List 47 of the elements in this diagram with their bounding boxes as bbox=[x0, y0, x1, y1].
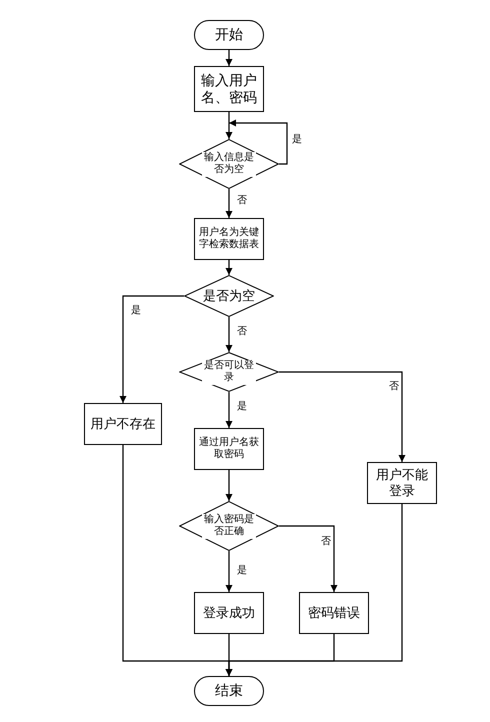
edge-label: 否 bbox=[236, 327, 248, 337]
edge-label: 是 bbox=[236, 566, 248, 576]
arrow bbox=[226, 317, 232, 352]
node-label: 登录成功 bbox=[202, 604, 256, 622]
arrow bbox=[226, 504, 403, 676]
node-label: 开始 bbox=[214, 26, 244, 44]
node-label: 用户不能登录 bbox=[375, 466, 429, 500]
terminal-shape bbox=[194, 676, 264, 706]
arrow bbox=[279, 371, 406, 462]
edge-label: 是 bbox=[236, 402, 248, 412]
process-box bbox=[367, 462, 437, 504]
edge-label: 否 bbox=[236, 196, 248, 206]
arrow bbox=[226, 470, 232, 501]
arrow bbox=[226, 189, 232, 218]
edge-label: 否 bbox=[388, 382, 400, 392]
process-box bbox=[194, 66, 264, 112]
terminal-shape bbox=[194, 20, 264, 50]
node-label: 输入密码是否正确 bbox=[202, 514, 256, 538]
arrow bbox=[226, 551, 232, 592]
arrow bbox=[120, 295, 184, 403]
node-label: 是否为空 bbox=[203, 288, 255, 304]
node-label: 用户不存在 bbox=[90, 416, 156, 432]
edge-label: 是 bbox=[291, 135, 303, 145]
process-box bbox=[194, 592, 264, 634]
arrow bbox=[226, 50, 232, 66]
node-label: 用户名为关键字检索数据表 bbox=[198, 226, 260, 252]
arrow bbox=[226, 260, 232, 275]
node-label: 结束 bbox=[214, 682, 244, 700]
decision-diamond bbox=[184, 275, 274, 317]
decision-diamond bbox=[179, 139, 279, 189]
arrow bbox=[226, 112, 232, 139]
process-box bbox=[299, 592, 369, 634]
process-box bbox=[84, 403, 162, 445]
process-box bbox=[194, 218, 264, 260]
node-label: 输入信息是否为空 bbox=[202, 152, 256, 176]
arrow bbox=[226, 392, 232, 428]
arrow bbox=[279, 525, 338, 592]
edge-label: 否 bbox=[320, 537, 332, 547]
arrow bbox=[229, 120, 288, 165]
process-box bbox=[194, 428, 264, 470]
decision-diamond bbox=[179, 501, 279, 551]
decision-diamond bbox=[179, 352, 279, 392]
edge-label: 是 bbox=[130, 306, 142, 316]
node-label: 是否可以登录 bbox=[202, 360, 256, 384]
node-label: 输入用户名、密码 bbox=[200, 72, 258, 106]
node-label: 密码错误 bbox=[307, 604, 361, 622]
node-label: 通过用户名获取密码 bbox=[198, 436, 260, 462]
